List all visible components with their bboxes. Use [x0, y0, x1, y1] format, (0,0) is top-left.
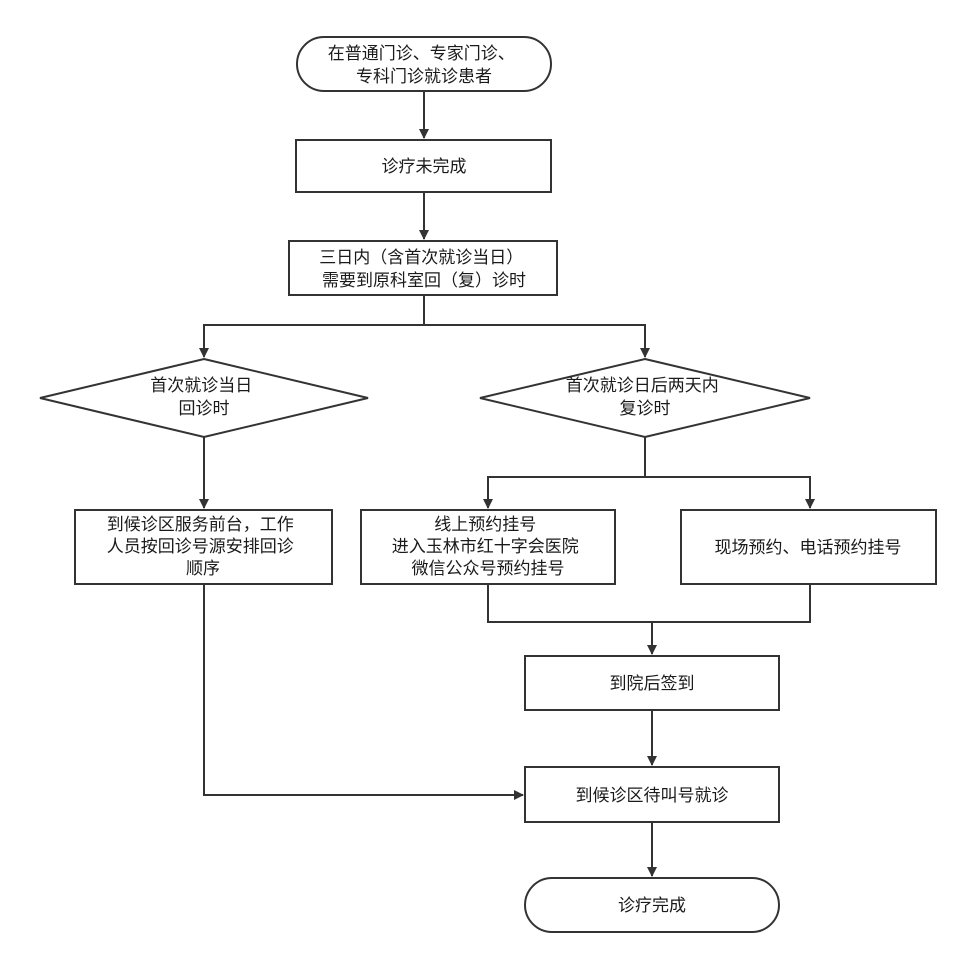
svg-text:线上预约挂号 进入玉林市红十字会医院: 线上预约挂号 进入玉林市红十字会医院 微信公众号预约挂号: [392, 515, 584, 579]
node-start-line-2: 专科门诊就诊患者: [356, 67, 492, 87]
node-start-line-1: 在普通门诊、专家门诊、: [328, 44, 515, 64]
process-box: [360, 509, 616, 585]
node-within-three-days: 三日内（含首次就诊当日） 需要到原科室回（复）诊时: [288, 240, 558, 296]
node-two-days-line-2: 复诊时: [620, 399, 671, 419]
decision-diamond: [479, 357, 811, 439]
node-same-day-line-1: 首次就诊当日: [150, 376, 252, 396]
node-wait: 到候诊区待叫号就诊: [524, 766, 780, 823]
terminator-shape: [296, 36, 552, 92]
svg-text:在普通门诊、专家门诊、 专科门诊就诊患者: 在普通门诊、专家门诊、 专科门诊就诊患者: [328, 44, 520, 87]
node-front-desk-line-1: 到候诊区服务前台，工作: [107, 515, 294, 535]
node-end: 诊疗完成: [524, 877, 780, 933]
svg-text:到候诊区服务前台，工作 人员按回诊号源安排回诊: 到候诊区服务前台，工作 人员按回诊号源安排回诊 顺序: [107, 515, 299, 579]
svg-text:三日内（含首次就诊当日） 需要到原科室回（复）诊: 三日内（含首次就诊当日） 需要到原科室回（复）诊时: [319, 248, 528, 291]
node-online-line-2: 进入玉林市红十字会医院: [392, 537, 579, 557]
process-box: [74, 509, 333, 585]
edge-three-days-split-left: [199, 295, 425, 358]
node-checkin: 到院后签到: [524, 655, 780, 711]
node-start: 在普通门诊、专家门诊、 专科门诊就诊患者: [296, 36, 552, 92]
svg-text:首次就诊日后两天内 复诊时: 首次就诊日后两天内 复诊时: [566, 376, 724, 419]
edge-online-merge: [487, 584, 657, 655]
node-within-three-days-line-2: 需要到原科室回（复）诊时: [322, 271, 526, 291]
node-front-desk-line-3: 顺序: [186, 559, 220, 579]
process-box: [680, 509, 937, 585]
node-end-label: 诊疗完成: [618, 896, 686, 916]
node-same-day-line-2: 回诊时: [179, 399, 230, 419]
edge-front-desk-to-wait: [203, 584, 524, 800]
process-box: [295, 139, 552, 193]
edge-onsite-merge: [652, 584, 811, 623]
edge-three-days-split-right: [424, 324, 650, 358]
node-incomplete-label: 诊疗未完成: [382, 157, 467, 177]
node-wait-label: 到候诊区待叫号就诊: [576, 786, 729, 806]
node-front-desk: 到候诊区服务前台，工作 人员按回诊号源安排回诊 顺序: [74, 509, 333, 585]
decision-diamond: [39, 357, 369, 439]
node-within-three-days-line-1: 三日内（含首次就诊当日）: [319, 248, 523, 268]
node-online: 线上预约挂号 进入玉林市红十字会医院 微信公众号预约挂号: [360, 509, 616, 585]
node-online-line-3: 微信公众号预约挂号: [412, 559, 565, 579]
node-onsite: 现场预约、电话预约挂号: [680, 509, 937, 585]
node-two-days: 首次就诊日后两天内 复诊时: [479, 357, 811, 439]
node-two-days-line-1: 首次就诊日后两天内: [566, 376, 719, 396]
node-front-desk-line-2: 人员按回诊号源安排回诊: [107, 537, 294, 557]
process-box: [524, 655, 780, 711]
process-box: [524, 766, 780, 823]
svg-text:首次就诊当日 回诊时: 首次就诊当日 回诊时: [150, 376, 257, 419]
node-online-line-1: 线上预约挂号: [434, 515, 536, 535]
edge-two-days-split-left: [483, 437, 646, 509]
connectors: [199, 91, 815, 877]
node-onsite-label: 现场预约、电话预约挂号: [715, 538, 902, 558]
node-incomplete: 诊疗未完成: [295, 139, 552, 193]
node-checkin-label: 到院后签到: [610, 674, 695, 694]
process-box: [288, 240, 558, 296]
terminator-shape: [524, 877, 780, 933]
edge-two-days-split-right: [645, 476, 815, 509]
node-same-day: 首次就诊当日 回诊时: [39, 357, 369, 439]
